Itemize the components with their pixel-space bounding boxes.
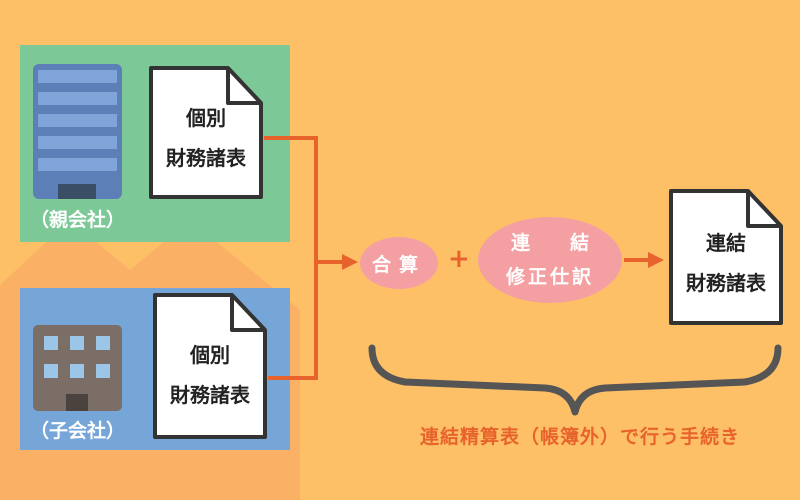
document-icon — [149, 66, 263, 199]
result-arrowhead-icon — [648, 252, 664, 268]
document-icon — [669, 189, 783, 325]
consolidated-financial-statements-document: 連結 財務諸表 — [668, 188, 784, 326]
small-building-icon — [33, 325, 122, 411]
aggregation-bubble: 合算 — [360, 237, 438, 289]
document-label-line1: 個別 — [186, 106, 226, 130]
procedure-caption: 連結精算表（帳簿外）で行う手続き — [419, 426, 740, 448]
subsidiary-financial-statements-document: 個別 財務諸表 — [152, 292, 268, 440]
adjustment-label-line1: 連結 — [510, 232, 629, 254]
document-label-line1: 連結 — [706, 231, 746, 255]
curly-brace-icon — [368, 344, 782, 416]
merge-arrowhead-icon — [342, 254, 358, 270]
document-label-line2: 財務諸表 — [686, 271, 766, 295]
document-label-line2: 財務諸表 — [170, 383, 250, 407]
parent-financial-statements-document: 個別 財務諸表 — [148, 65, 264, 200]
consolidation-adjustment-bubble: 連結 修正仕訳 — [478, 217, 622, 303]
plus-sign: + — [448, 244, 470, 274]
document-label-line2: 財務諸表 — [166, 146, 246, 170]
document-label-line1: 個別 — [190, 343, 230, 367]
adjustment-label-line2: 修正仕訳 — [505, 266, 594, 288]
subsidiary-connector-line — [268, 262, 318, 380]
office-building-icon — [33, 64, 122, 199]
parent-company-caption: （親会社） — [30, 209, 126, 231]
parent-connector-line — [264, 136, 318, 262]
subsidiary-caption: （子会社） — [30, 420, 126, 442]
document-icon — [153, 293, 267, 439]
